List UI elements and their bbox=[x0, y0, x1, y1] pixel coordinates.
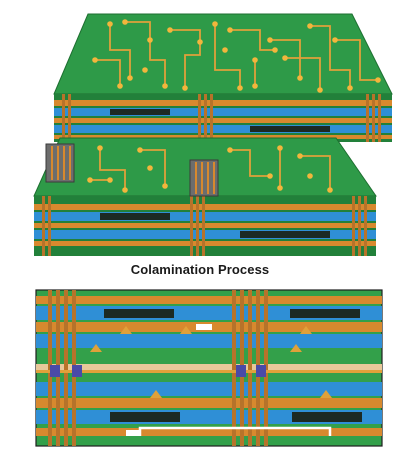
cross-section bbox=[35, 289, 383, 447]
upper-board bbox=[53, 13, 393, 142]
upper-board-top-face bbox=[53, 13, 393, 95]
board-connector-left bbox=[45, 143, 75, 183]
diagram-caption: Colamination Process bbox=[130, 262, 270, 277]
lower-board bbox=[33, 137, 377, 256]
board-connector-right bbox=[189, 159, 219, 197]
